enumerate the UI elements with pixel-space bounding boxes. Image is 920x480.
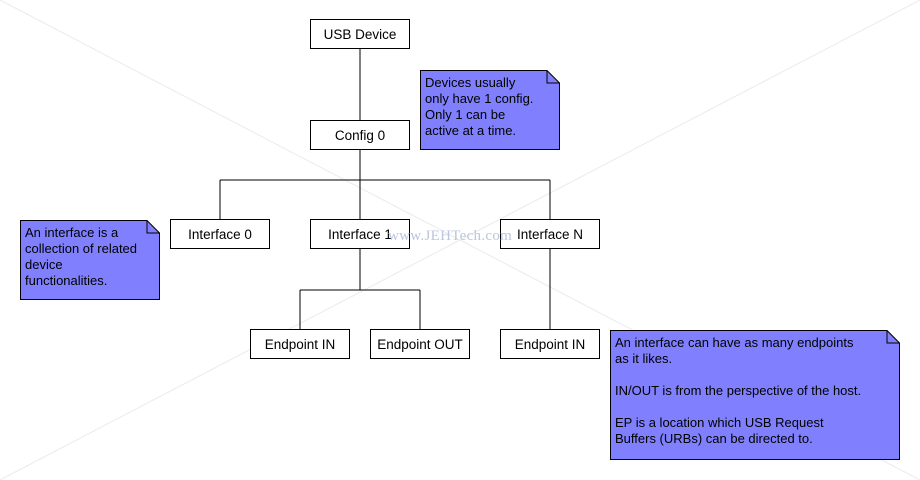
- node-config-0: Config 0: [310, 120, 410, 150]
- tree-connectors: [219, 48, 551, 329]
- watermark: www.JEHTech.com: [388, 228, 513, 244]
- note-config-text: Devices usually only have 1 config. Only…: [425, 75, 534, 138]
- node-endpoint-in-1: Endpoint IN: [250, 329, 350, 359]
- node-usb-device: USB Device: [310, 19, 410, 49]
- note-config-shape: [420, 70, 560, 150]
- note-interface-shape: [20, 220, 160, 300]
- note-endpoint: An interface can have as many endpoints …: [610, 330, 900, 460]
- note-endpoint-shape: [610, 330, 900, 460]
- note-interface-text: An interface is a collection of related …: [25, 225, 138, 288]
- note-config: Devices usually only have 1 config. Only…: [420, 70, 560, 150]
- node-endpoint-out-1: Endpoint OUT: [370, 329, 470, 359]
- note-endpoint-text: An interface can have as many endpoints …: [615, 335, 862, 446]
- note-interface: An interface is a collection of related …: [20, 220, 160, 300]
- node-endpoint-in-n: Endpoint IN: [500, 329, 600, 359]
- node-interface-0: Interface 0: [170, 219, 270, 249]
- node-interface-n: Interface N: [500, 219, 600, 249]
- node-interface-1: Interface 1: [310, 219, 410, 249]
